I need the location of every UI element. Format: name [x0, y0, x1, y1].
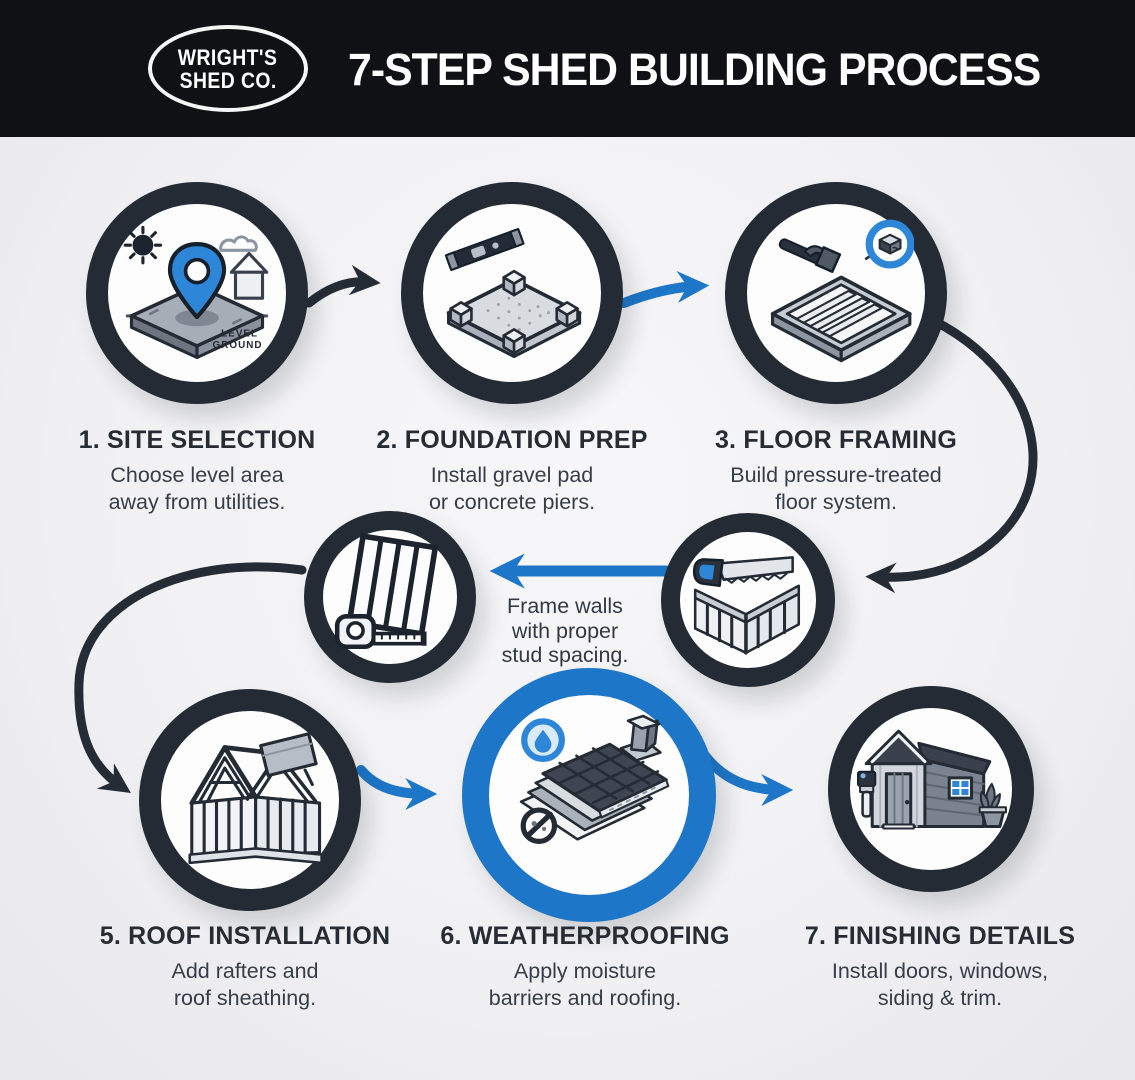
roof-installation-icon: [188, 732, 323, 865]
step-7-caption: 7. FINISHING DETAILS Install doors, wind…: [770, 922, 1110, 1012]
arrow-4-to-5-icon: [74, 562, 307, 793]
step-7-desc-line-1: Install doors, windows,: [831, 959, 1049, 983]
step-2-title: 2. FOUNDATION PREP: [376, 426, 648, 454]
weatherproofing-icon: [519, 714, 670, 844]
step-3-caption: 3. FLOOR FRAMING Build pressure-treated …: [666, 426, 1006, 516]
arrow-3-to-4-icon: [865, 305, 1038, 594]
step-5-desc-line-2: roof sheathing.: [173, 986, 317, 1010]
arrow-5-to-6-icon: [356, 765, 438, 810]
page-title: 7-STEP SHED BUILDING PROCESS: [348, 44, 1041, 95]
step-1-desc-line-1: Choose level area: [110, 463, 284, 487]
step-1-title: 1. SITE SELECTION: [78, 426, 316, 454]
logo-line-2: SHED CO.: [179, 67, 277, 93]
header-bar: WRIGHT'S SHED CO. 7-STEP SHED BUILDING P…: [0, 0, 1135, 137]
step-1-caption: 1. SITE SELECTION Choose level area away…: [27, 426, 367, 516]
step-3-desc-line-1: Build pressure-treated: [730, 463, 942, 487]
arrow-1-to-2-icon: [304, 264, 381, 308]
step-4-desc-line-3: stud spacing.: [501, 643, 629, 667]
ground-label: GROUND: [213, 340, 263, 351]
saw-wall-corner-icon: [692, 556, 801, 655]
step-4-desc-line-2: with proper: [511, 618, 619, 643]
step-7-desc-line-2: siding & trim.: [877, 986, 1003, 1010]
finishing-details-icon: [857, 729, 1007, 830]
floor-framing-icon: [770, 219, 914, 363]
step-5-title: 5. ROOF INSTALLATION: [99, 922, 391, 950]
step-6-caption: 6. WEATHERPROOFING Apply moisture barrie…: [415, 922, 755, 1012]
wrights-shed-co-logo: WRIGHT'S SHED CO.: [148, 25, 308, 112]
step-5-caption: 5. ROOF INSTALLATION Add rafters and roo…: [75, 922, 415, 1012]
level-label: LEVEL: [221, 329, 258, 340]
step-6-title: 6. WEATHERPROOFING: [440, 922, 730, 950]
step-7-title: 7. FINISHING DETAILS: [804, 922, 1076, 950]
step-1-desc-line-2: away from utilities.: [108, 490, 286, 514]
step-4-caption: Frame walls with proper stud spacing.: [445, 594, 685, 668]
arrow-2-to-3-icon: [619, 270, 710, 308]
step-3-desc-line-2: floor system.: [775, 490, 897, 514]
step-2-desc-line-2: or concrete piers.: [428, 490, 596, 514]
step-3-title: 3. FLOOR FRAMING: [714, 426, 958, 454]
step-2-caption: 2. FOUNDATION PREP Install gravel pad or…: [342, 426, 682, 516]
step-6-desc-line-2: barriers and roofing.: [488, 986, 682, 1010]
step-5-desc-line-1: Add rafters and: [171, 959, 319, 983]
foundation-prep-icon: [444, 227, 582, 358]
step-6-desc-line-1: Apply moisture: [513, 959, 657, 983]
step-4-desc-line-1: Frame walls: [507, 594, 623, 618]
step-2-desc-line-1: Install gravel pad: [430, 463, 594, 487]
site-selection-icon: LEVEL GROUND: [123, 225, 269, 360]
logo-line-1: WRIGHT'S: [178, 44, 278, 70]
wall-frame-measure-icon: [334, 533, 439, 650]
